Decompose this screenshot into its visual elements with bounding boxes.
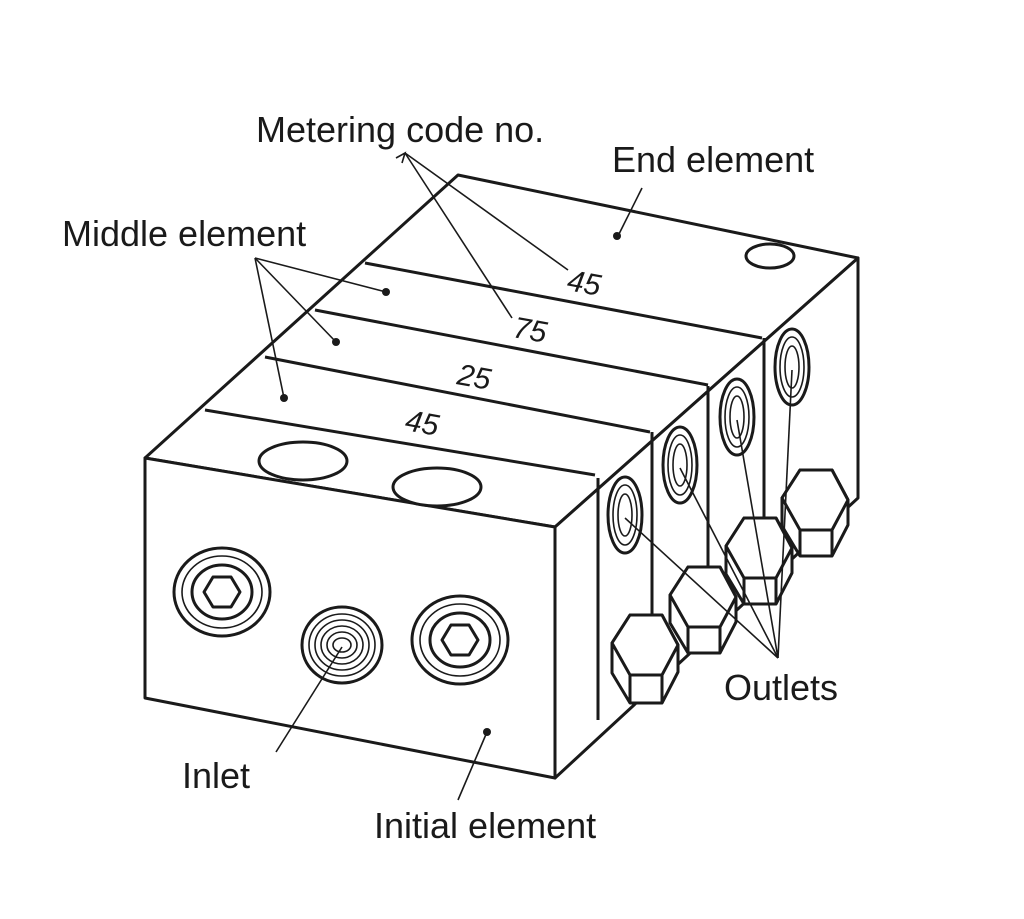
- end-port-hole: [744, 242, 796, 270]
- label-inlet: Inlet: [182, 755, 250, 796]
- hex-nut: [668, 565, 738, 655]
- outlet-port: [606, 475, 644, 555]
- plug-right: [410, 594, 510, 686]
- hex-socket-icon: [440, 623, 480, 657]
- label-metering-code: Metering code no.: [256, 109, 544, 150]
- hex-nut: [610, 613, 680, 705]
- leader-lines: [254, 151, 793, 801]
- top-port-hole: [257, 440, 349, 482]
- front-fittings: [172, 546, 510, 686]
- metering-code-end: 45: [565, 264, 604, 302]
- section-line: [204, 408, 596, 477]
- section-line: [264, 355, 651, 434]
- metering-code-middle-2: 25: [454, 358, 494, 397]
- label-middle-element: Middle element: [62, 213, 306, 254]
- section-line: [364, 261, 763, 340]
- hex-socket-icon: [202, 575, 242, 609]
- top-port-hole: [391, 466, 483, 508]
- outlet-port: [718, 377, 756, 457]
- hex-nuts: [610, 468, 850, 705]
- labels: Metering code no. End element Middle ele…: [62, 109, 838, 846]
- section-line: [314, 308, 709, 387]
- plug-left: [172, 546, 272, 638]
- outlet-port: [773, 327, 811, 407]
- metering-code-middle-1: 75: [511, 311, 550, 349]
- hex-nut: [724, 516, 794, 606]
- label-initial-element: Initial element: [374, 805, 596, 846]
- metering-codes: 45 75 25 45: [403, 264, 604, 442]
- metering-code-middle-3: 45: [403, 404, 442, 442]
- hex-nut: [780, 468, 850, 558]
- label-outlets: Outlets: [724, 667, 838, 708]
- label-end-element: End element: [612, 139, 814, 180]
- inlet-port: [300, 605, 384, 685]
